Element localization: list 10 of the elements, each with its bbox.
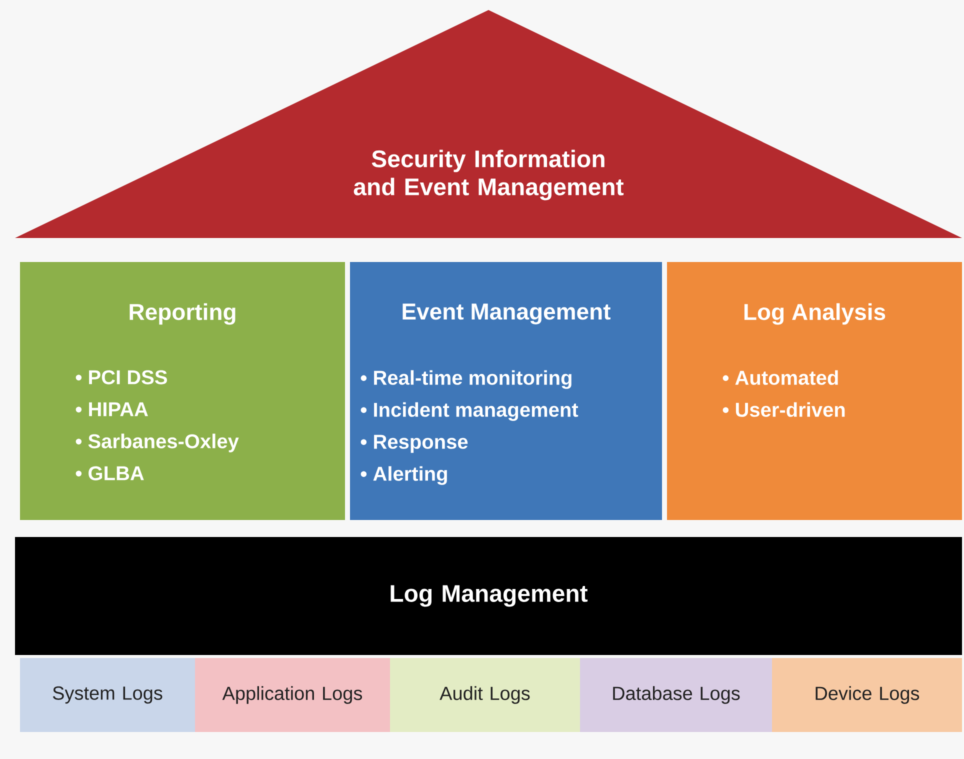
- log-box: Database Logs: [580, 658, 772, 732]
- log-box: Application Logs: [195, 658, 390, 732]
- category-box: Event Management • Real-time monitoring • Incident management • Response • Alerting: [350, 262, 662, 520]
- category-box: Reporting • PCI DSS • HIPAA • Sarbanes-Oxley • GLBA: [20, 262, 345, 520]
- log-box: Device Logs: [772, 658, 962, 732]
- log-box: Audit Logs: [390, 658, 580, 732]
- log-box: System Logs: [20, 658, 195, 732]
- layer-band: Log Management: [15, 537, 962, 655]
- roof-triangle: Security Information and Event Management: [15, 10, 962, 238]
- category-box: Log Analysis • Automated • User-driven: [667, 262, 962, 520]
